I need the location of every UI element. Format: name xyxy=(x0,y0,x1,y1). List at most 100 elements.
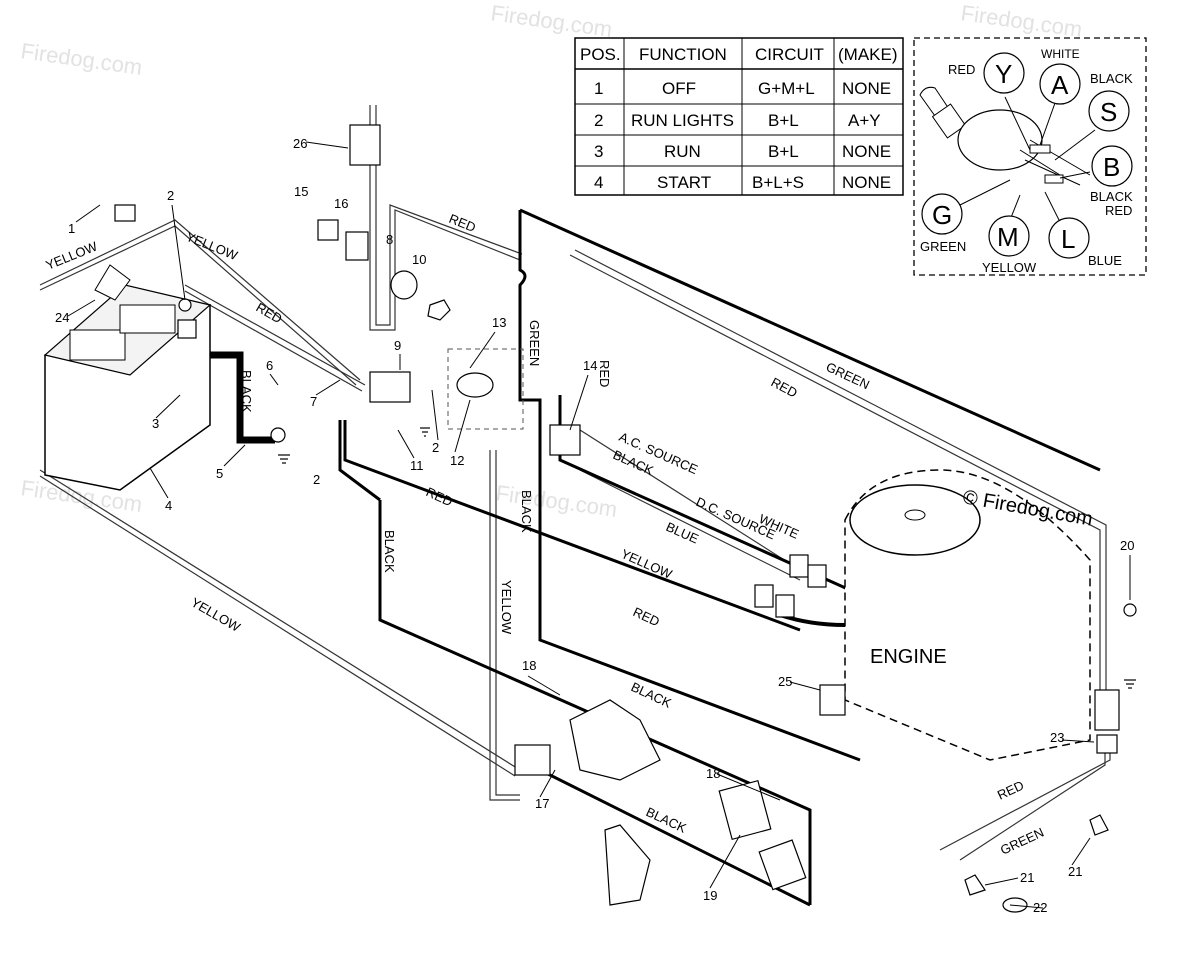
part-14-connector xyxy=(549,424,581,456)
terminal-l: L xyxy=(1061,224,1075,254)
part-26-relay xyxy=(349,124,381,166)
table-cell: A+Y xyxy=(848,111,881,130)
engine: ENGINE xyxy=(844,469,1091,761)
watermark-text: Firedog.com xyxy=(494,480,619,522)
wire-green-right xyxy=(569,254,1101,690)
connector-white xyxy=(789,554,809,578)
part-16-clip xyxy=(345,231,369,261)
part-15-clip xyxy=(317,219,339,241)
wire-heavy-black-lower xyxy=(378,500,812,905)
callout-2: 2 xyxy=(432,440,439,455)
callout-1: 1 xyxy=(68,221,75,236)
label-red: RED xyxy=(254,300,285,327)
label-black: BLACK xyxy=(382,530,397,573)
wire-heavy-black-eng xyxy=(558,395,851,592)
terminal-m: M xyxy=(997,222,1019,252)
key-color-red: RED xyxy=(1105,203,1132,218)
part-13-callout-box xyxy=(447,348,524,430)
wire-yellow-mid xyxy=(489,450,520,801)
terminal-y: Y xyxy=(995,59,1012,89)
ground-symbols xyxy=(278,427,1136,689)
label-blue: BLUE xyxy=(664,519,701,547)
label-black: BLACK xyxy=(519,490,534,533)
wire-red-battery xyxy=(184,284,366,386)
callout-14: 14 xyxy=(583,358,597,373)
label-red: RED xyxy=(631,604,662,629)
switch-function-table: POS. FUNCTION CIRCUIT (MAKE) 1 OFF G+M+L… xyxy=(574,37,904,196)
connector-yellow-2 xyxy=(775,594,795,618)
terminal-b: B xyxy=(1103,152,1120,182)
wire-red-upper xyxy=(369,105,521,331)
label-yellow: YELLOW xyxy=(499,580,514,635)
table-cell: B+L xyxy=(768,111,799,130)
part-19-switch xyxy=(718,779,772,841)
wire-yellow-bottom-2 xyxy=(39,475,516,777)
terminal-a: A xyxy=(1051,70,1069,100)
key-color-white: WHITE xyxy=(1041,47,1080,61)
part-20-bolt xyxy=(1123,603,1137,617)
label-yellow: YELLOW xyxy=(189,595,244,635)
table-cell: 2 xyxy=(594,111,603,130)
callout-21: 21 xyxy=(1020,870,1034,885)
table-cell: NONE xyxy=(842,79,891,98)
label-yellow: YELLOW xyxy=(44,238,101,272)
wire-red-battery-2 xyxy=(184,290,363,392)
part-2-nut xyxy=(178,298,192,312)
key-color-black: BLACK xyxy=(1090,71,1133,86)
part-20-connector xyxy=(1094,689,1120,731)
callout-4: 4 xyxy=(165,498,172,513)
part-25-diode xyxy=(819,684,846,716)
key-color-blue: BLUE xyxy=(1088,253,1122,268)
callout-5: 5 xyxy=(216,466,223,481)
table-cell: START xyxy=(657,173,711,192)
engine-label: ENGINE xyxy=(870,646,947,668)
watermark-text: Firedog.com xyxy=(959,0,1084,42)
callout-23: 23 xyxy=(1050,730,1064,745)
wire-yellow-bottom xyxy=(39,469,521,771)
callout-3: 3 xyxy=(152,416,159,431)
leader-lines xyxy=(67,141,1131,909)
table-cell: 3 xyxy=(594,142,603,161)
table-header-make: (MAKE) xyxy=(838,45,898,64)
wire-heavy-black-bottom xyxy=(539,768,811,907)
label-green: GREEN xyxy=(527,320,542,366)
callout-7: 7 xyxy=(310,394,317,409)
callout-18: 18 xyxy=(706,766,720,781)
key-color-yellow: YELLOW xyxy=(982,260,1037,275)
label-black: BLACK xyxy=(629,679,674,711)
table-cell: NONE xyxy=(842,142,891,161)
label-red: RED xyxy=(769,374,800,400)
callout-25: 25 xyxy=(778,674,792,689)
table-cell: 4 xyxy=(594,173,603,192)
battery xyxy=(43,264,212,491)
watermark-text: Firedog.com xyxy=(19,38,144,80)
table-cell: G+M+L xyxy=(758,79,815,98)
key-color-black: BLACK xyxy=(1090,189,1133,204)
battery-ground-cable xyxy=(205,351,275,444)
part-5-terminal xyxy=(270,427,286,443)
table-cell: NONE xyxy=(842,173,891,192)
table-cell: B+L+S xyxy=(752,173,804,192)
table-header-function: FUNCTION xyxy=(639,45,727,64)
part-17-connector xyxy=(514,744,551,776)
callout-26: 26 xyxy=(293,136,307,151)
label-green: GREEN xyxy=(998,825,1046,858)
connector-white-2 xyxy=(807,564,827,588)
wire-heavy-frame xyxy=(518,210,861,762)
callout-15: 15 xyxy=(294,184,308,199)
table-cell: 1 xyxy=(594,79,603,98)
wire-yellow-mid-2 xyxy=(495,450,520,796)
label-black: BLACK xyxy=(239,370,254,413)
callout-10: 10 xyxy=(412,252,426,267)
label-black: BLACK xyxy=(644,804,689,836)
table-header-pos: POS. xyxy=(580,45,621,64)
part-10-nut xyxy=(427,299,451,321)
table-cell: RUN LIGHTS xyxy=(631,111,734,130)
part-17-bracket xyxy=(569,699,661,781)
part-seat-switch-bracket xyxy=(604,824,651,906)
part-callouts: 1 2 2 2 3 4 5 6 7 8 9 10 11 12 13 14 15 … xyxy=(55,136,1134,915)
watermark-text: Firedog.com xyxy=(489,0,614,42)
connector-yellow xyxy=(754,584,774,608)
callout-16: 16 xyxy=(334,196,348,211)
